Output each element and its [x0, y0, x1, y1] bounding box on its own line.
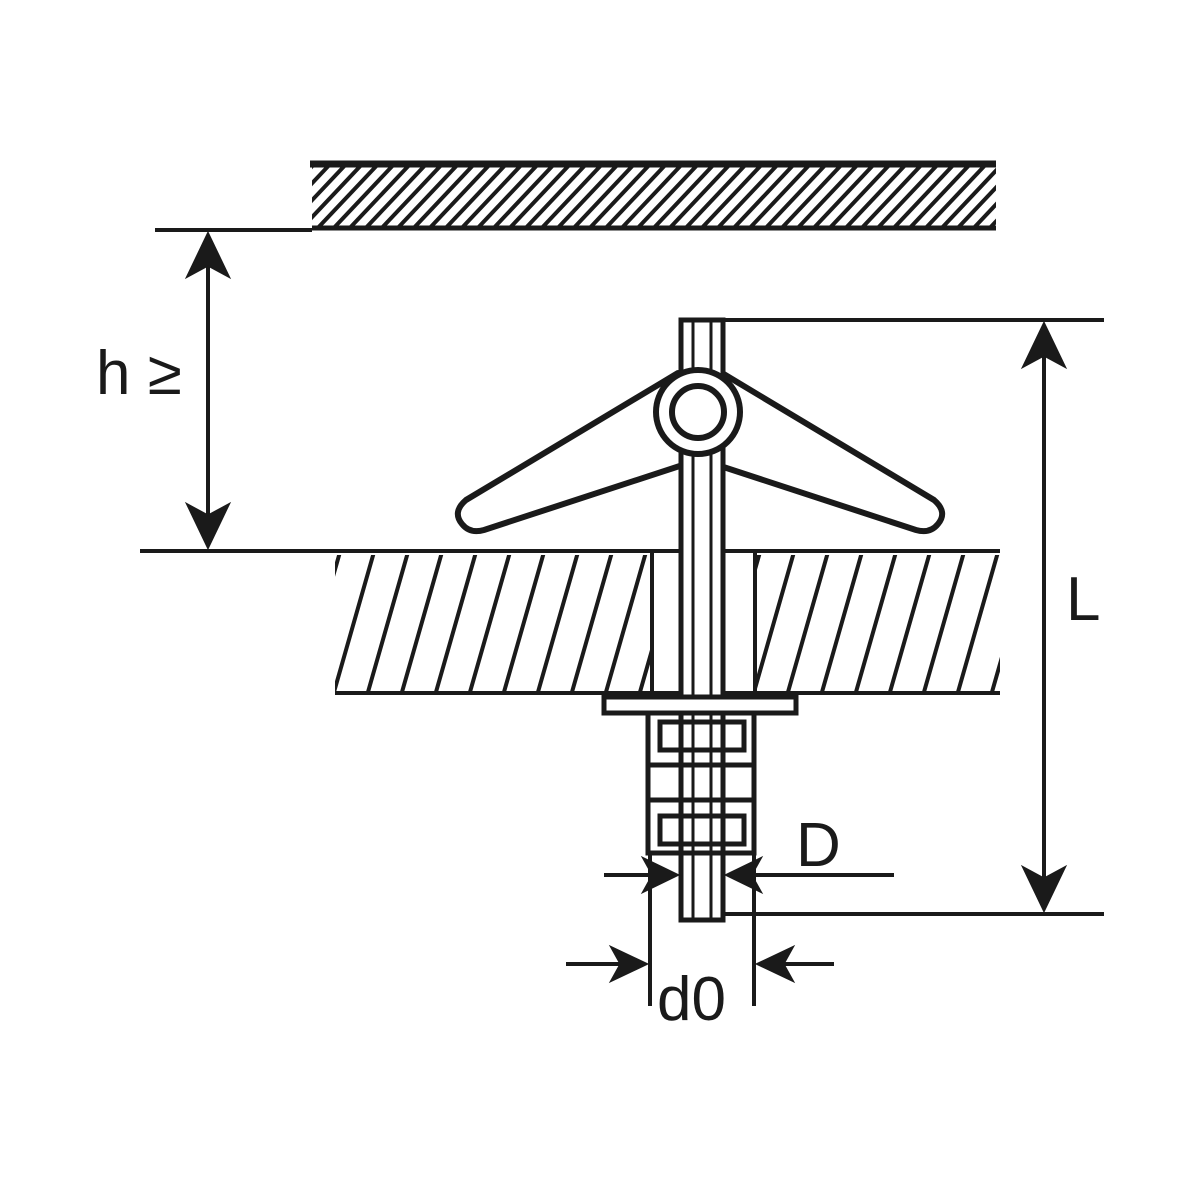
ceiling-hatch-line [444, 166, 508, 226]
ceiling-hatch-line [312, 166, 316, 170]
board-hatch-line [820, 555, 864, 691]
ceiling-hatch-line [908, 166, 972, 226]
ceiling-hatch-line [312, 166, 348, 204]
ceiling-hatch-line [844, 166, 908, 226]
D-dimension [604, 855, 894, 895]
ceiling-hatch-line [620, 166, 684, 226]
d0-dimension [566, 853, 834, 1006]
board-hatch-line [434, 555, 478, 691]
board-hatch-line [335, 555, 342, 577]
board-hatch-line [638, 649, 650, 691]
ceiling-hatch-line [428, 166, 492, 226]
L-dimension [723, 318, 1104, 916]
board-hatch-line [502, 555, 546, 691]
board-hatch-line [570, 555, 614, 691]
ceiling-hatch-line [924, 166, 988, 226]
ceiling-hatch-line [540, 166, 604, 226]
ceiling-hatch-line [716, 166, 780, 226]
board-hatch-line [888, 555, 932, 691]
ceiling-hatch-line [668, 166, 732, 226]
board-hatch-line [757, 555, 796, 689]
board-hatch-line [468, 555, 512, 691]
ceiling-hatch-line [312, 166, 364, 221]
ceiling-hatch-line [732, 166, 796, 226]
board-hatch-line [786, 555, 830, 691]
board-hatch-line [335, 555, 376, 691]
ceiling-hatch-line [604, 166, 668, 226]
board-hatch-line [536, 555, 580, 691]
ceiling-hatch-line [492, 166, 556, 226]
ceiling-hatch-line [572, 166, 636, 226]
ceiling-hatch [312, 166, 996, 226]
pivot-ring [653, 367, 743, 457]
L-label: L [1066, 565, 1100, 634]
ceiling-hatch-line [476, 166, 540, 226]
ceiling-hatch-line [312, 166, 332, 187]
ceiling-hatch-line [684, 166, 748, 226]
ceiling-hatch-line [780, 166, 844, 226]
screw-head [645, 710, 757, 856]
ceiling-hatch-line [652, 166, 716, 226]
ceiling-hatch-line [812, 166, 876, 226]
ceiling-hatch-line [636, 166, 700, 226]
ceiling-hatch-line [348, 166, 412, 226]
ceiling-hatch-line [364, 166, 428, 226]
board-hatch-line [604, 555, 648, 691]
ceiling-hatch-line [316, 166, 380, 226]
board-panel [140, 549, 1000, 695]
ceiling-hatch-line [940, 167, 996, 226]
board-hatch-line [956, 555, 1000, 691]
board-hatch-line [990, 656, 1000, 691]
ceiling-hatch-line [396, 166, 460, 226]
ceiling-hatch-line [332, 166, 396, 226]
toggle-wings [454, 370, 946, 535]
board-hatch-line [366, 555, 410, 691]
ceiling-hatch-line [556, 166, 620, 226]
ceiling-hatch-line [524, 166, 588, 226]
board-hatch-line [854, 555, 898, 691]
ceiling-hatch-line [956, 184, 996, 226]
ceiling-hatch-line [380, 166, 444, 226]
ceiling-hatch-line [988, 218, 996, 226]
ceiling-hatch-line [860, 166, 924, 226]
ceiling-hatch-line [412, 166, 476, 226]
board-hatch-line [400, 555, 444, 691]
ceiling-hatch-line [700, 166, 764, 226]
board-hatch-right [757, 555, 1000, 691]
left-wing [454, 370, 701, 535]
ceiling-hatch-line [748, 166, 812, 226]
ceiling-hatch-line [876, 166, 940, 226]
h-label: h ≥ [96, 339, 182, 408]
ceiling-hatch-line [764, 166, 828, 226]
D-label: D [796, 811, 841, 880]
ceiling-hatch-line [972, 201, 996, 226]
board-hatch-left [335, 555, 650, 691]
ceiling-hatch-line [892, 166, 956, 226]
ceiling-hatch-line [588, 166, 652, 226]
right-wing [699, 370, 946, 535]
ceiling-hatch-line [796, 166, 860, 226]
d0-label: d0 [657, 965, 726, 1034]
h-dimension [184, 230, 232, 551]
ceiling-hatch-line [828, 166, 892, 226]
ceiling-slab [310, 160, 996, 231]
board-hatch-line [922, 555, 966, 691]
ceiling-hatch-line [508, 166, 572, 226]
ceiling-hatch-line [460, 166, 524, 226]
